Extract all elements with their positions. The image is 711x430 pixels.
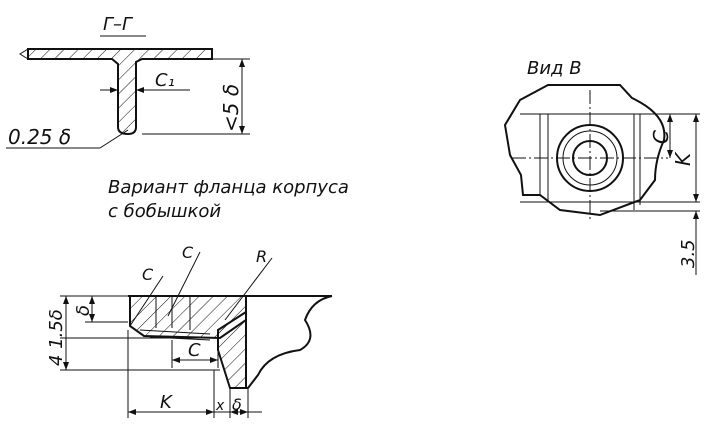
view-c-label: C	[649, 130, 673, 144]
lt5d-label: <5 δ	[219, 84, 243, 132]
section-gg: Г–Г C₁ <5 δ 0.25 δ	[6, 14, 250, 149]
flange-k-label: K	[160, 392, 173, 413]
caption-line1: Вариант фланца корпуса	[108, 177, 349, 198]
leader-r-label: R	[256, 247, 267, 266]
radius-025d-label: 0.25 δ	[8, 125, 71, 149]
flange-with-boss: C C R δ 4 1.5δ C K x	[46, 243, 333, 418]
height-15d-label: 4 1.5δ	[46, 309, 67, 366]
leader-c2-label: C	[182, 243, 194, 262]
delta-bottom-label: δ	[232, 395, 242, 414]
leader-c1-label: C	[142, 265, 154, 284]
section-title: Г–Г	[103, 14, 134, 35]
delta-top-label: δ	[73, 305, 94, 316]
flange-c-label: C	[188, 340, 201, 361]
view-b: Вид В C K 3.5	[503, 58, 700, 275]
c1-label: C₁	[155, 70, 175, 91]
caption-line2: с бобышкой	[108, 201, 221, 222]
section-flange-strip	[27, 48, 213, 136]
view-d35-label: 3.5	[678, 239, 699, 268]
flange-x-label: x	[215, 398, 225, 414]
view-title: Вид В	[527, 58, 582, 79]
view-k-label: K	[671, 151, 695, 166]
